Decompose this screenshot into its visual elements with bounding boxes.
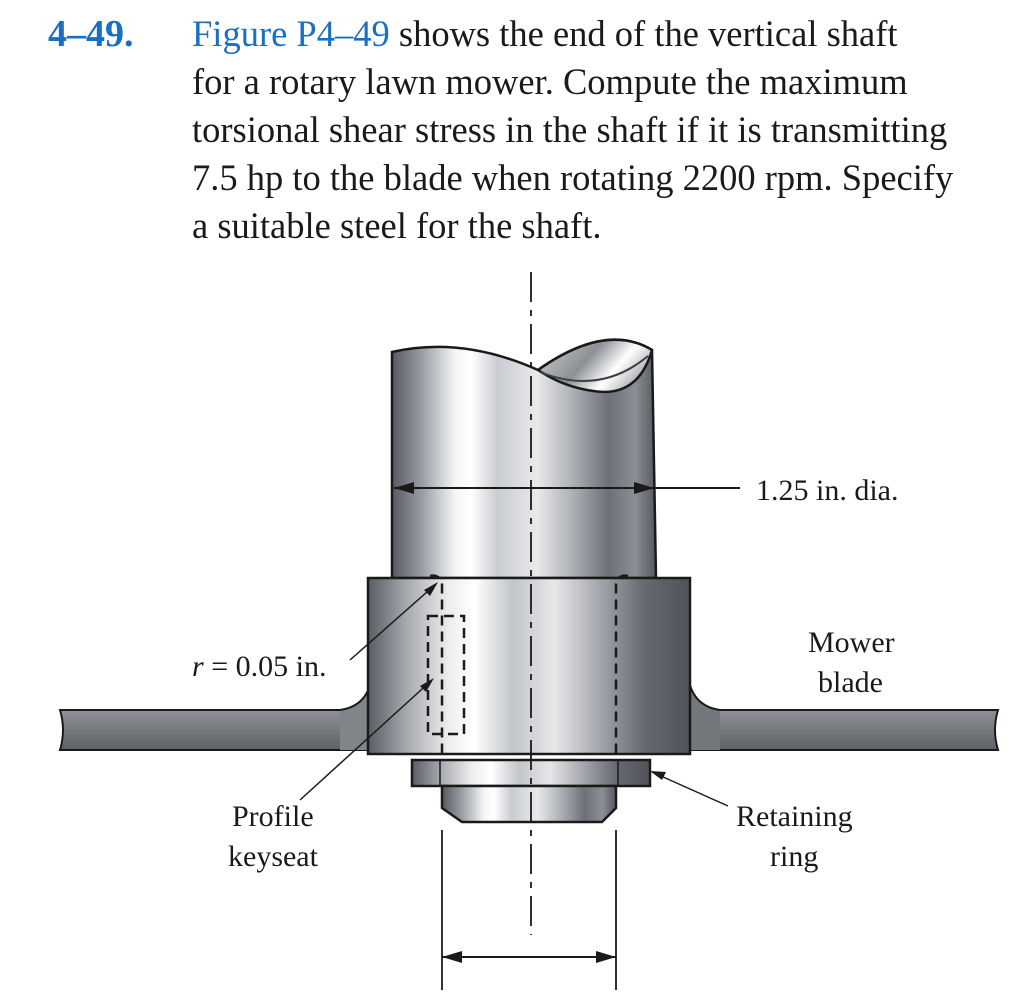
keyseat-label-line-1: Profile	[232, 800, 314, 833]
problem-line-3: torsional shear stress in the shaft if i…	[192, 109, 948, 150]
diameter-dimension	[394, 482, 740, 494]
retaining-ring-label-line-2: ring	[770, 840, 818, 873]
problem-line-2: for a rotary lawn mower. Compute the max…	[192, 61, 908, 102]
problem-statement: 4–49. Figure P4–49 shows the end of the …	[0, 0, 1024, 250]
diameter-label: 1.25 in. dia.	[756, 474, 899, 507]
bottom-dimension	[441, 830, 617, 990]
retaining-ring-leader	[650, 771, 729, 807]
radius-label: r = 0.05 in.	[192, 650, 326, 683]
keyseat-leader	[299, 678, 434, 801]
shaft-end	[440, 784, 618, 824]
figure-link[interactable]: Figure P4–49	[192, 13, 390, 54]
problem-line-4: 7.5 hp to the blade when rotating 2200 r…	[192, 157, 954, 198]
keyseat-hidden-outline	[426, 614, 466, 736]
retaining-ring-label-line-1: Retaining	[736, 800, 853, 833]
problem-line-5: a suitable steel for the shaft.	[192, 205, 602, 246]
problem-text: Figure P4–49 shows the end of the vertic…	[192, 10, 982, 250]
shaft	[390, 338, 658, 580]
problem-line-1: Figure P4–49 shows the end of the vertic…	[192, 13, 898, 54]
hub	[366, 574, 692, 756]
mower-blade-label-line-1: Mower	[808, 626, 895, 659]
radius-leader	[349, 582, 438, 661]
keyseat-label-line-2: keyseat	[228, 840, 319, 873]
problem-number: 4–49.	[48, 13, 134, 55]
mower-blade-label-line-2: blade	[818, 666, 883, 699]
